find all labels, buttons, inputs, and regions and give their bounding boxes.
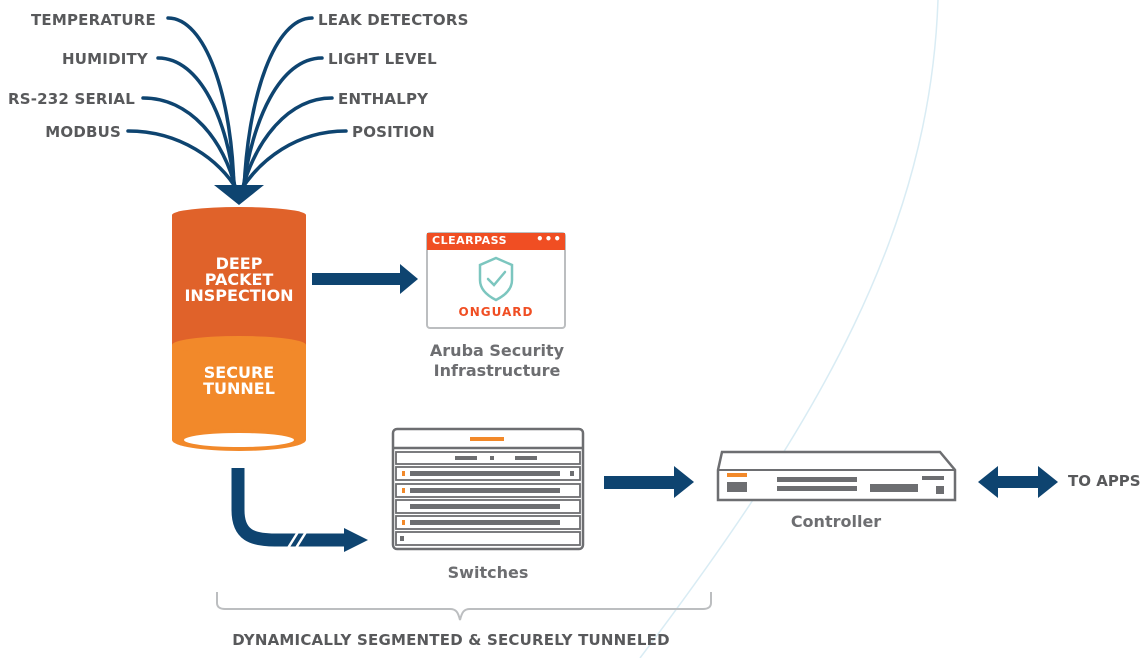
curve-rs232	[141, 96, 238, 192]
curve-position	[239, 129, 348, 192]
dpi-line: INSPECTION	[184, 286, 294, 305]
dpi-line: PACKET	[204, 270, 274, 289]
curve-temperature	[166, 16, 236, 192]
bracket	[216, 592, 712, 621]
dpi-label: DEEP PACKET INSPECTION	[169, 256, 309, 304]
clearpass-window	[426, 232, 566, 329]
arrow-to-clearpass	[312, 264, 418, 294]
clearpass-header: CLEARPASS	[432, 234, 507, 247]
sensor-label: ENTHALPY	[338, 90, 429, 108]
dpi-line: DEEP	[215, 254, 263, 273]
sensor-curves	[126, 16, 348, 192]
curve-enthalpy	[240, 96, 334, 192]
arrow-to-switches	[231, 468, 368, 552]
curve-light	[241, 56, 324, 192]
curve-leak	[242, 16, 314, 192]
shield-check-icon	[478, 256, 514, 302]
secure-tunnel-label: SECURE TUNNEL	[169, 365, 309, 397]
sensor-label: RS-232 SERIAL	[7, 90, 135, 108]
background-arc	[639, 0, 939, 658]
to-apps-label: TO APPS	[1068, 472, 1141, 490]
tunnel-line: TUNNEL	[203, 379, 275, 398]
caption-line: Infrastructure	[433, 361, 561, 380]
tunnel-line: SECURE	[203, 363, 275, 382]
controller-icon	[716, 450, 957, 502]
controller-caption: Controller	[790, 512, 882, 531]
sensor-label: LIGHT LEVEL	[328, 50, 437, 68]
sensor-label: TEMPERATURE	[30, 11, 156, 29]
sensor-label: POSITION	[352, 123, 435, 141]
funnel-arrow-icon	[214, 185, 264, 205]
caption-line: Aruba Security	[429, 341, 565, 360]
onguard-label: ONGUARD	[458, 305, 534, 319]
arrow-to-controller	[604, 466, 694, 498]
bidirectional-arrow-icon	[978, 466, 1058, 498]
security-caption: Aruba Security Infrastructure	[413, 341, 581, 381]
sensor-label: MODBUS	[45, 123, 121, 141]
bottom-caption: DYNAMICALLY SEGMENTED & SECURELY TUNNELE…	[232, 631, 670, 649]
switch-ports	[400, 456, 574, 541]
sensor-label: LEAK DETECTORS	[318, 11, 469, 29]
curve-modbus	[126, 129, 239, 192]
curve-humidity	[156, 56, 237, 192]
window-dots-icon: •••	[536, 232, 563, 246]
inspection-cylinder	[172, 207, 306, 451]
sensor-label: HUMIDITY	[62, 50, 148, 68]
switches-caption: Switches	[447, 563, 529, 582]
